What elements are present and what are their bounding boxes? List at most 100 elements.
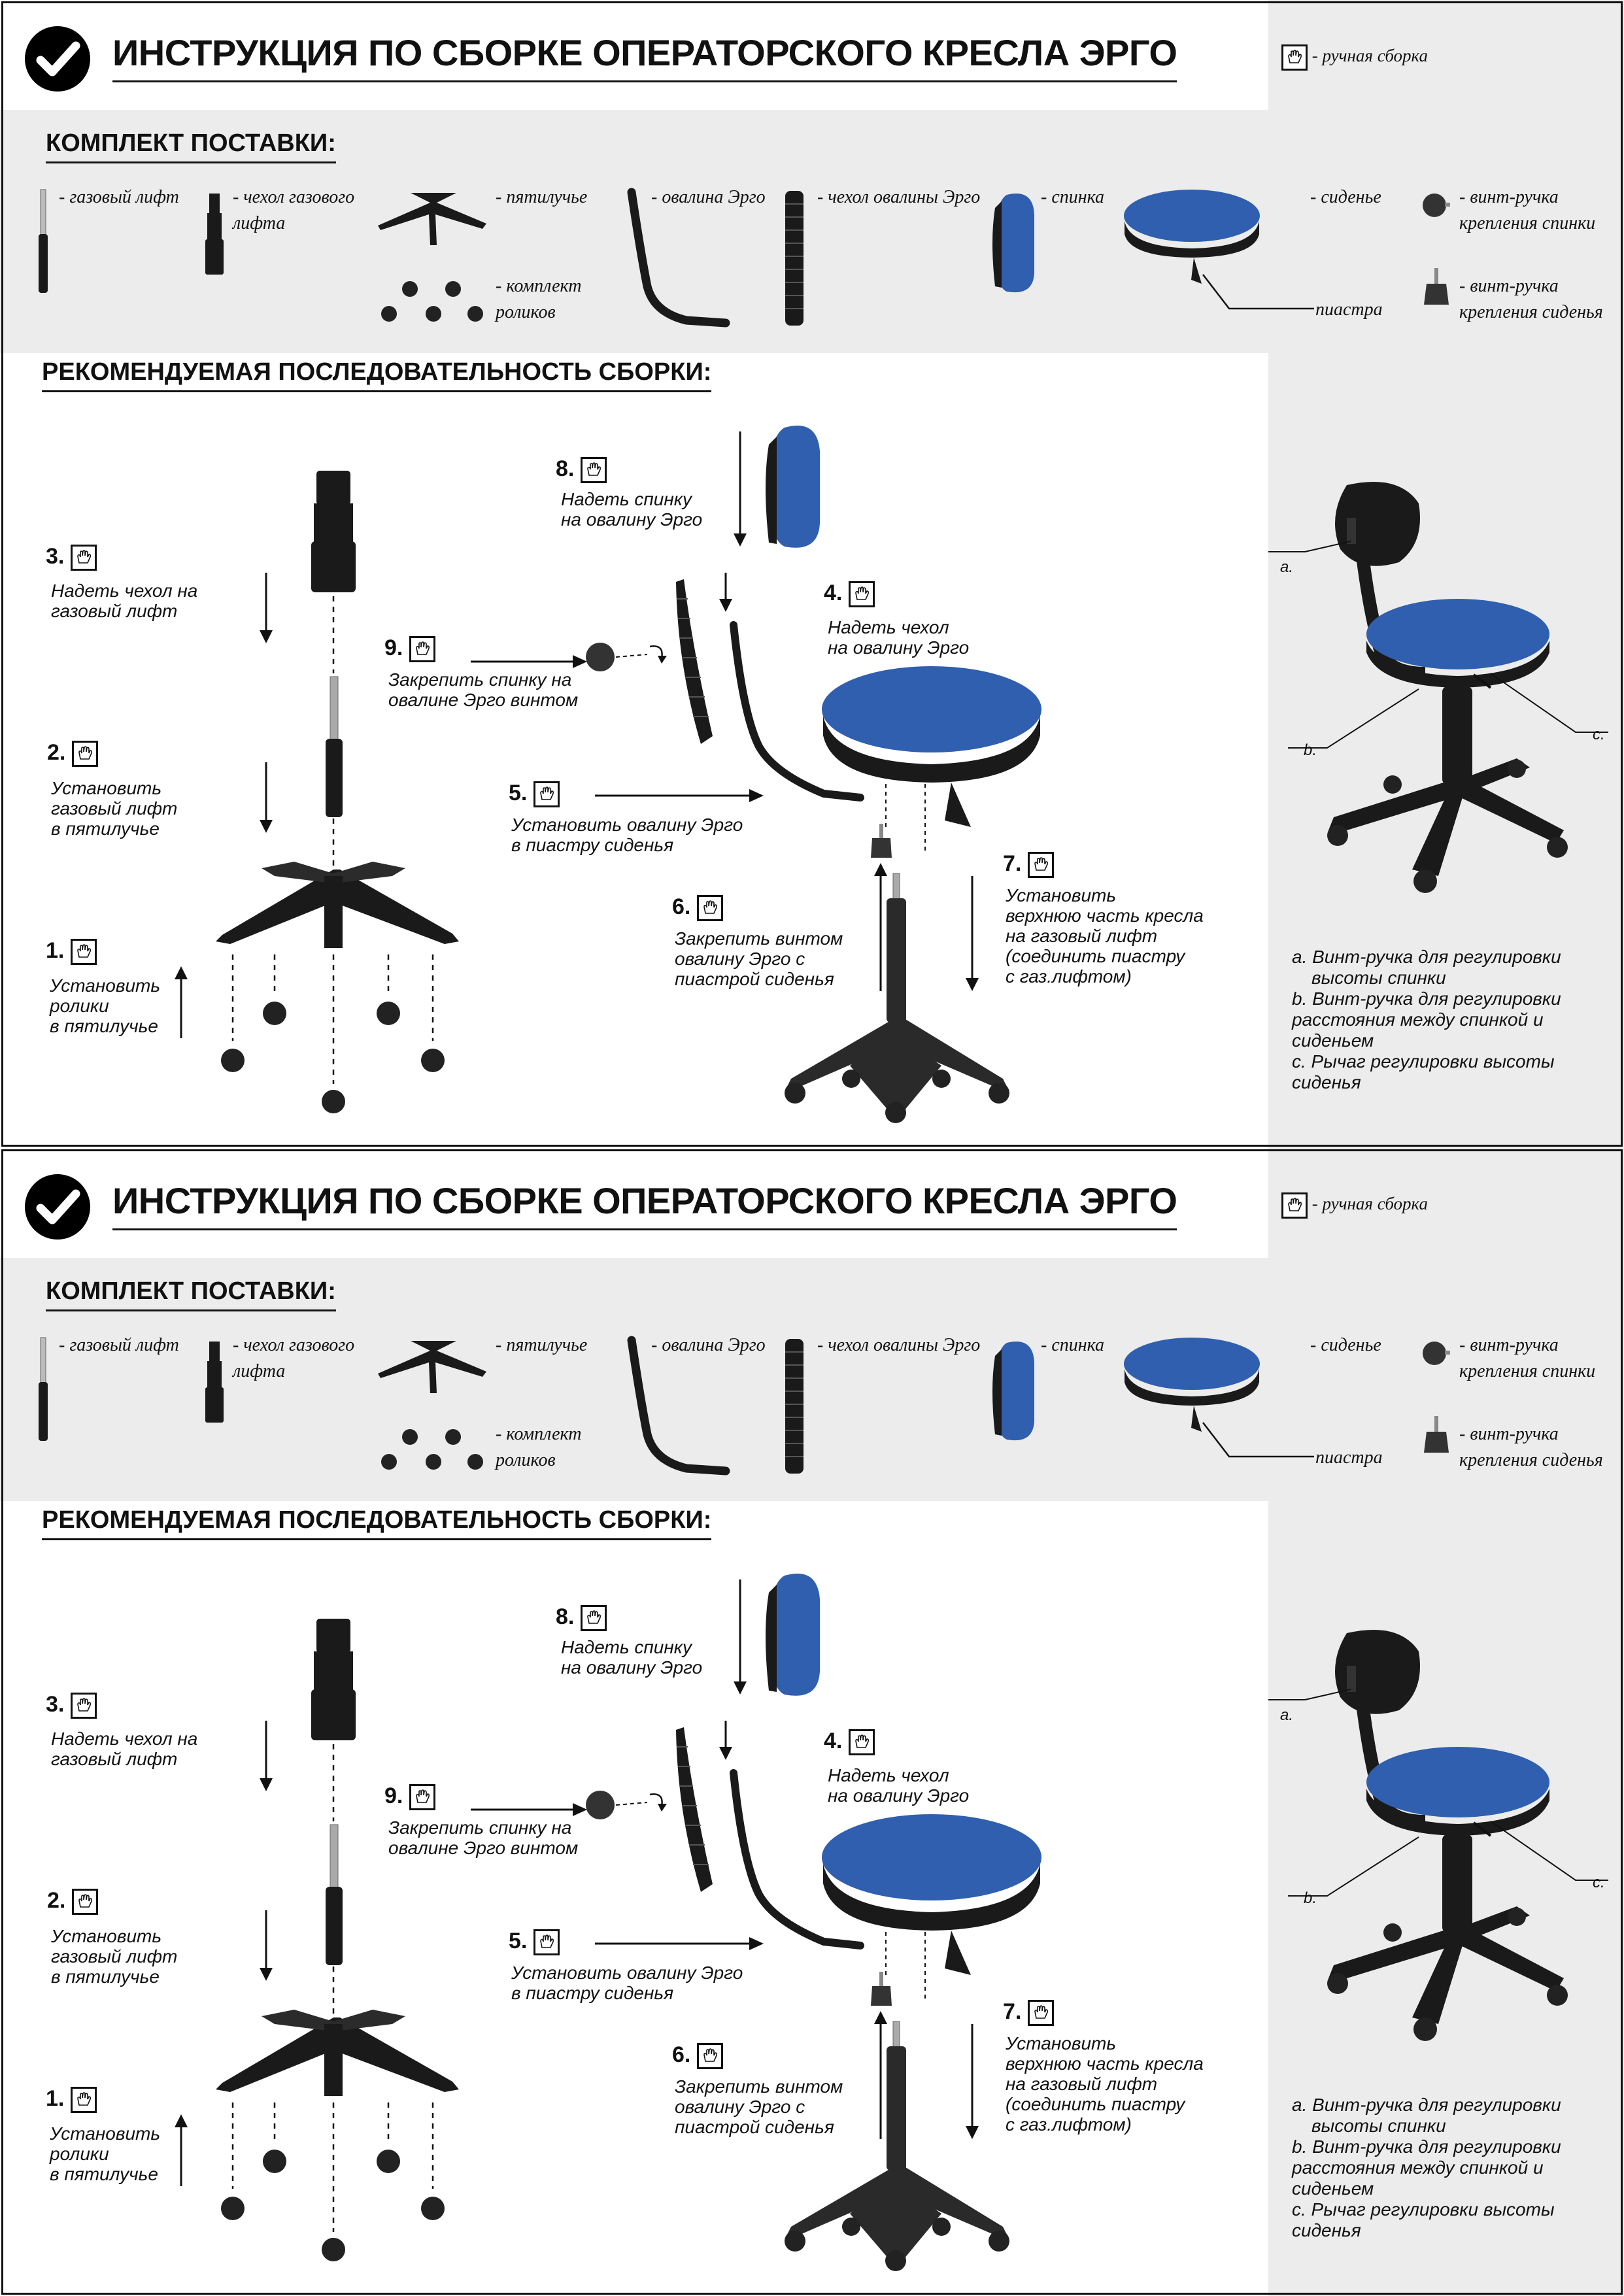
legend: - ручная сборка xyxy=(1281,1192,1428,1219)
casters-image xyxy=(381,281,483,322)
hand-assembly-icon xyxy=(409,1784,436,1811)
down-arrow-icon xyxy=(966,876,979,991)
seat-art xyxy=(822,666,1041,853)
kit-seat-knob-label: - винт-ручка крепления сиденья xyxy=(1459,276,1603,322)
seat-knob-art xyxy=(871,824,892,858)
step-2-text: Установить газовый лифт в пятилучье xyxy=(51,1926,178,1987)
base-image xyxy=(378,193,486,245)
step-8-text: Надеть спинку на овалину Эрго xyxy=(561,489,703,530)
sequence-heading: РЕКОМЕНДУЕМАЯ ПОСЛЕДОВАТЕЛЬНОСТЬ СБОРКИ: xyxy=(42,358,712,392)
kit-band xyxy=(0,1258,1624,1501)
base-with-lift-art xyxy=(785,2021,1009,2271)
seat-knob-image xyxy=(1424,1416,1449,1453)
hand-assembly-icon xyxy=(71,545,97,571)
hand-assembly-icon xyxy=(697,895,724,922)
kit-back-knob-label: - винт-ручка крепления спинки xyxy=(1459,1335,1596,1381)
gaslift-image xyxy=(39,189,48,293)
step-number-label: 3. xyxy=(46,544,65,569)
callout-c: c. xyxy=(1593,1874,1605,1891)
step-number-label: 6. xyxy=(672,894,691,919)
callout-b: b. xyxy=(1304,1889,1317,1907)
step-8-text: Надеть спинку на овалину Эрго xyxy=(561,1637,703,1678)
hand-assembly-icon xyxy=(72,741,99,768)
step-6-number: 6. xyxy=(672,2042,724,2070)
step-8-number: 8. xyxy=(556,1604,607,1632)
callout-a-line xyxy=(1268,541,1351,552)
hand-assembly-icon xyxy=(72,1889,99,1916)
note-line: сиденьем xyxy=(1292,1030,1374,1051)
oval-cover-image xyxy=(785,191,804,326)
right-arrow-icon xyxy=(471,655,587,668)
down-arrow-icon xyxy=(966,2024,979,2139)
step-number-label: 7. xyxy=(1003,1999,1022,2024)
note-line: расстояния между спинкой и xyxy=(1292,2157,1544,2178)
kit-piastra-label: пиастра xyxy=(1315,1447,1383,1468)
hand-assembly-icon xyxy=(533,781,560,808)
step-2-text: Установить газовый лифт в пятилучье xyxy=(51,778,178,839)
checkmark-icon xyxy=(25,1174,90,1240)
step-number-label: 3. xyxy=(46,1692,65,1717)
oval-image xyxy=(627,1336,730,1476)
hand-assembly-icon xyxy=(581,1605,607,1632)
hand-assembly-icon xyxy=(71,939,97,966)
oval-image xyxy=(627,188,730,328)
step-8-number: 8. xyxy=(556,456,607,484)
kit-band xyxy=(0,110,1624,353)
step-number-label: 1. xyxy=(46,938,65,963)
step-number-label: 9. xyxy=(384,635,403,660)
finished-chair-image xyxy=(1327,481,1568,893)
callout-a-line xyxy=(1268,1689,1351,1700)
checkmark-icon xyxy=(25,26,90,92)
step-1-text: Установить ролики в пятилучье xyxy=(50,975,161,1036)
seat-knob-art xyxy=(871,1972,892,2006)
step-6-text: Закрепить винтом овалину Эрго с пиастрой… xyxy=(675,2076,843,2137)
step-4-text: Надеть чехол на овалину Эрго xyxy=(828,617,970,658)
callout-c-line xyxy=(1490,1821,1608,1881)
down-arrow-icon xyxy=(260,762,273,833)
step-9-number: 9. xyxy=(384,635,436,663)
note-line: сиденьем xyxy=(1292,2178,1374,2199)
oval-cover-art xyxy=(676,579,713,744)
step-7-number: 7. xyxy=(1003,851,1055,879)
step-6-number: 6. xyxy=(672,894,724,922)
instruction-sheet-2: ИНСТРУКЦИЯ ПО СБОРКЕ ОПЕРАТОРСКОГО КРЕСЛ… xyxy=(0,1148,1624,2296)
up-arrow-icon xyxy=(874,2011,887,2139)
sheet-border xyxy=(1,1149,1623,2295)
up-arrow-icon xyxy=(175,2114,188,2186)
legend-label: - ручная сборка xyxy=(1311,1194,1429,1214)
kit-heading: КОМПЛЕКТ ПОСТАВКИ: xyxy=(46,129,336,163)
oval-art xyxy=(730,1769,864,1950)
note-line: высоты спинки xyxy=(1311,968,1446,988)
step-1-number: 1. xyxy=(46,938,97,966)
callout-b-line xyxy=(1288,688,1419,749)
step-3-number: 3. xyxy=(46,1692,97,1719)
step-number-label: 4. xyxy=(824,581,843,605)
hand-assembly-icon xyxy=(697,2043,724,2070)
backrest-image xyxy=(992,1342,1034,1441)
kit-oval-cover-label: - чехол овалины Эрго xyxy=(817,1335,981,1355)
seat-art xyxy=(822,1814,1041,2001)
hand-assembly-icon xyxy=(1281,44,1308,71)
piastra-leader-line xyxy=(1202,1422,1314,1458)
step-number-label: 9. xyxy=(384,1783,403,1808)
step-1-number: 1. xyxy=(46,2086,97,2114)
step-number-label: 8. xyxy=(556,456,575,481)
step-3-text: Надеть чехол на газовый лифт xyxy=(51,1729,198,1769)
callout-b-line xyxy=(1288,1836,1419,1897)
back-screw-art xyxy=(586,643,667,671)
kit-base-label: - пятилучье xyxy=(496,1335,588,1355)
step-9-text: Закрепить спинку на овалине Эрго винтом xyxy=(388,1817,579,1858)
note-line: c. Рычаг регулировки высоты xyxy=(1292,1051,1555,1072)
hand-assembly-icon xyxy=(1028,852,1055,879)
step-9-number: 9. xyxy=(384,1783,436,1811)
step8-backrest-art xyxy=(766,1573,820,1696)
chair-notes: a. Винт-ручка для регулировки высоты спи… xyxy=(1292,947,1612,1093)
callout-c-line xyxy=(1490,673,1608,733)
down-arrow-icon xyxy=(734,1579,747,1695)
step-number-label: 5. xyxy=(509,1929,528,1953)
sequence-heading: РЕКОМЕНДУЕМАЯ ПОСЛЕДОВАТЕЛЬНОСТЬ СБОРКИ: xyxy=(42,1506,712,1540)
hand-assembly-icon xyxy=(1281,1192,1308,1219)
step-5-text: Установить овалину Эрго в пиастру сидень… xyxy=(511,815,743,855)
down-arrow-icon xyxy=(719,1721,732,1760)
oval-art xyxy=(730,621,864,802)
